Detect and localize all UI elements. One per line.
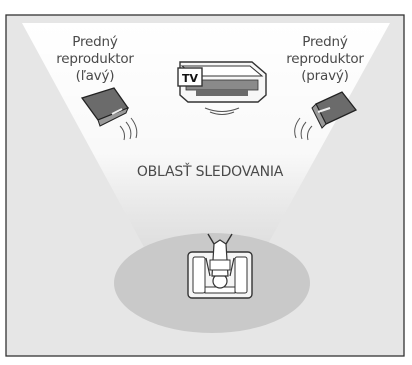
- front-left-line-2: reproduktor: [56, 51, 134, 67]
- front-right-line-2: reproduktor: [286, 51, 364, 67]
- front-right-line-3: (pravý): [301, 68, 349, 84]
- front-left-speaker: [80, 87, 138, 141]
- viewing-area-label: OBLASŤ SLEDOVANIA: [136, 164, 284, 180]
- tv-unit: TV: [177, 61, 267, 116]
- sofa-with-viewer: [187, 233, 253, 299]
- tv-label: TV: [182, 72, 199, 85]
- front-left-line-1: Predný: [72, 34, 118, 50]
- front-left-line-3: (ľavý): [75, 68, 115, 84]
- front-right-speaker: [294, 91, 358, 141]
- front-left-speaker-label: Predný reproduktor (ľavý): [40, 34, 150, 85]
- viewing-beam: [22, 23, 390, 262]
- front-right-speaker-label: Predný reproduktor (pravý): [270, 34, 380, 85]
- front-right-line-1: Predný: [302, 34, 348, 50]
